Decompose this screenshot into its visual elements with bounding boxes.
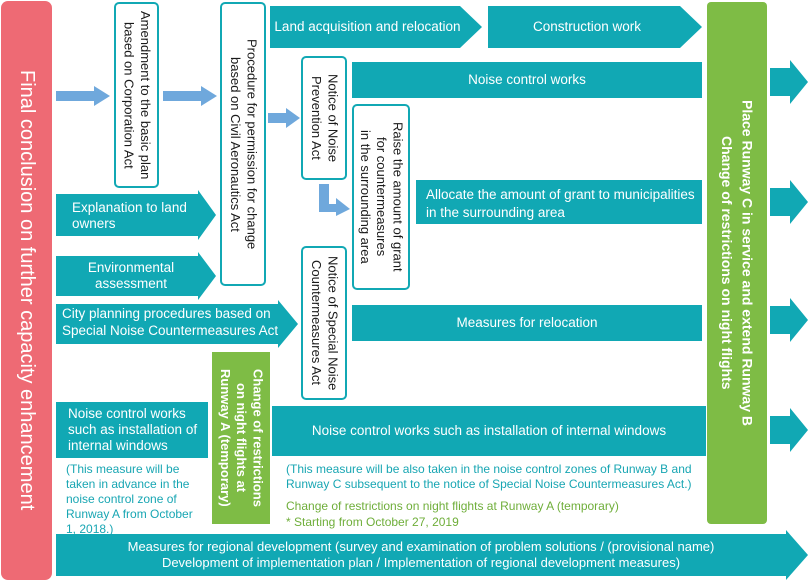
city-planning-arrow: [56, 300, 298, 348]
noise-control-windows-label: Noise control works such as installation…: [311, 423, 667, 439]
regional-development-arrow: [56, 530, 808, 580]
allocate-grant-arrow: [416, 180, 702, 224]
starting-note: * Starting from October 27, 2019: [286, 515, 459, 529]
flow-arrow-icon: [163, 86, 217, 106]
bent-arrow-icon: [319, 184, 350, 216]
land-acquisition-arrow: [270, 6, 482, 48]
allocate-grant-label: Allocate the amount of grant to municipa…: [426, 187, 695, 220]
output-arrow-icon: [770, 298, 808, 342]
output-arrow-icon: [770, 180, 808, 224]
raise-grant-box: Raise the amount of grant for countermea…: [352, 104, 410, 290]
noise-control-works-bar: Noise control works: [352, 62, 702, 98]
noise-control-advance-block: Noise control works such as installation…: [56, 402, 208, 458]
city-planning-label: City planning procedures based on Specia…: [62, 306, 279, 338]
regional-development-label: Measures for regional development (surve…: [127, 538, 715, 570]
notice-special-noise-box: Notice of Special Noise Countermeasures …: [301, 246, 347, 400]
place-runway-c-banner: Place Runway C in service and extend Run…: [707, 2, 767, 524]
night-flights-runway-a-box: Change of restrictions on night flights …: [212, 352, 270, 524]
land-acquisition-label: Land acquisition and relocation: [274, 19, 461, 35]
output-arrow-icon: [770, 60, 808, 104]
environmental-arrow: [56, 252, 216, 300]
final-conclusion-banner: Final conclusion on further capacity enh…: [1, 1, 52, 580]
noise-control-windows-arrow: [272, 406, 706, 456]
explanation-label: Explanation to land owners: [72, 200, 187, 232]
construction-label: Construction work: [532, 19, 642, 35]
advance-note: (This measure will be taken in advance i…: [66, 462, 193, 536]
night-change-note: Change of restrictions on night flights …: [286, 499, 619, 513]
environmental-label: Environmental assessment: [87, 259, 175, 291]
amendment-box: Amendment to the basic plan based on Cor…: [114, 2, 159, 188]
output-arrow-icon: [770, 408, 808, 452]
explanation-arrow: [56, 190, 216, 240]
procedure-box: Procedure for permission for change base…: [220, 2, 266, 286]
flow-arrow-icon: [268, 108, 300, 128]
noise-control-advance-label: Noise control works such as installation…: [68, 406, 198, 454]
flow-arrow-icon: [56, 86, 110, 106]
measures-relocation-bar: Measures for relocation: [352, 305, 702, 341]
runway-b-note: (This measure will be also taken in the …: [286, 462, 692, 491]
notice-noise-prevention-box: Notice of Noise Prevention Act: [301, 56, 347, 180]
construction-arrow: [488, 6, 702, 48]
